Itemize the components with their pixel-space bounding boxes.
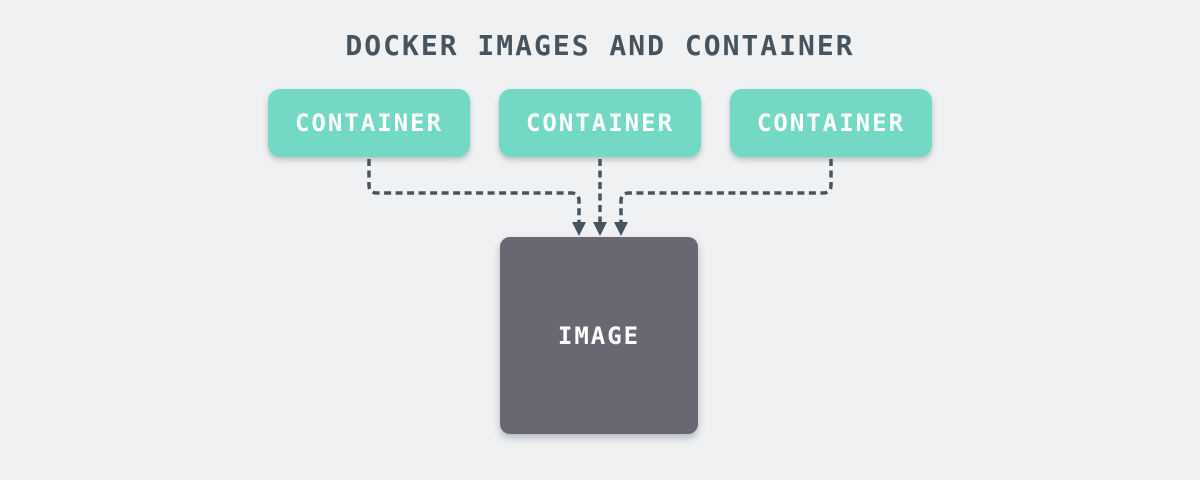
container-box-1-label: CONTAINER xyxy=(294,109,444,137)
arrowhead-container2-icon xyxy=(593,222,607,236)
container-box-2: CONTAINER xyxy=(499,89,701,157)
container-box-3: CONTAINER xyxy=(730,89,932,157)
image-box-label: IMAGE xyxy=(557,321,641,350)
arrowhead-container3-icon xyxy=(614,222,628,236)
container-box-3-label: CONTAINER xyxy=(756,109,906,137)
arrow-line-container3-to-image xyxy=(619,159,833,223)
arrowhead-container1-icon xyxy=(572,222,586,236)
arrow-line-container1-to-image xyxy=(367,159,581,223)
diagram-title: DOCKER IMAGES AND CONTAINER xyxy=(345,29,855,62)
container-box-2-label: CONTAINER xyxy=(525,109,675,137)
container-box-1: CONTAINER xyxy=(268,89,470,157)
image-box: IMAGE xyxy=(500,237,698,434)
